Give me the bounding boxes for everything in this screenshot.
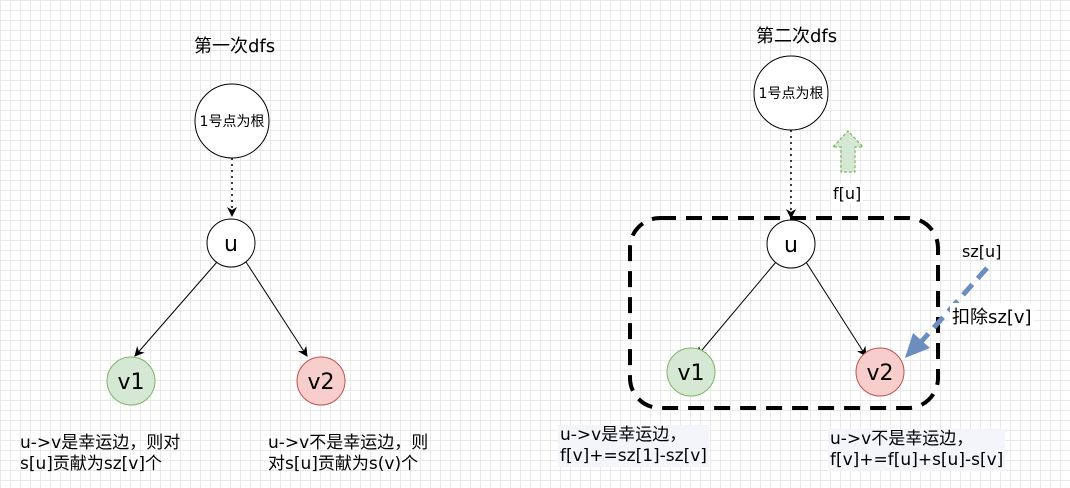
subtree-dashed-box [628,216,940,410]
right-caption-lucky: u->v是幸运边， f[v]+=sz[1]-sz[v] [558,425,709,467]
left-root-label: 1号点为根 [200,114,265,130]
left-u-label: u [224,232,238,257]
left-edge-u-v2 [245,261,308,357]
right-caption-lucky-line-1: u->v是幸运边， [560,425,687,445]
deduct-arrow-head-icon [905,333,930,358]
left-edge-u-v1 [134,261,218,357]
right-caption-unlucky: u->v不是幸运边， f[v]+=f[u]+s[u]-s[v] [828,429,1006,471]
right-v2-label: v2 [866,361,893,386]
right-title: 第二次dfs [756,26,838,47]
left-caption-unlucky-line-1: u->v不是幸运边，则 [268,433,429,453]
left-caption-unlucky: u->v不是幸运边，则 对s[u]贡献为s(v)个 [268,433,428,475]
right-root-label: 1号点为根 [759,86,824,102]
right-v1-label: v1 [677,361,704,386]
right-v1-node [666,347,716,397]
right-u-label: u [784,233,798,258]
left-caption-lucky-line-1: u->v是幸运边，则对 [20,433,181,453]
right-caption-unlucky-line-2: f[v]+=f[u]+s[u]-s[v] [830,450,1004,470]
left-root-node [194,83,270,159]
right-u-node [766,219,816,269]
sz-label: sz[u] [962,242,1002,261]
left-caption-lucky-line-2: s[u]贡献为sz[v]个 [20,454,163,474]
f-label: f[u] [831,184,864,203]
left-caption-unlucky-line-2: 对s[u]贡献为s(v)个 [268,454,419,474]
right-edge-u-v2 [805,261,867,357]
left-v2-node [296,356,346,406]
left-caption-lucky: u->v是幸运边，则对 s[u]贡献为sz[v]个 [20,433,180,475]
deduct-label: 扣除sz[v] [950,303,1034,329]
right-caption-unlucky-line-1: u->v不是幸运边， [830,429,974,449]
left-v1-node [106,356,156,406]
left-v1-label: v1 [117,370,144,395]
up-arrow-icon [831,130,865,173]
right-v2-node [855,347,905,397]
right-root-node [753,55,829,131]
left-v2-label: v2 [307,370,334,395]
right-edge-u-v1 [696,261,777,357]
left-title: 第一次dfs [194,36,276,57]
right-caption-lucky-line-2: f[v]+=sz[1]-sz[v] [560,446,707,466]
left-u-node [206,218,256,268]
right-tree: 1号点为根 u v1 v2 [628,55,989,410]
left-tree: 1号点为根 u v1 v2 [106,83,346,406]
